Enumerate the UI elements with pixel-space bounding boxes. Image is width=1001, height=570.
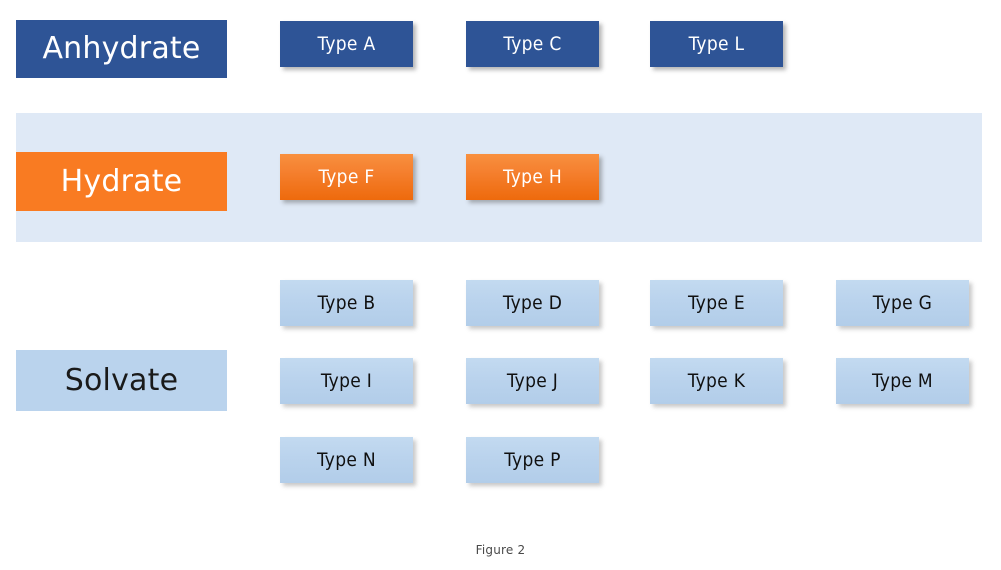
type-box-k-label: Type K xyxy=(687,369,746,392)
type-box-l: Type L xyxy=(650,21,783,67)
figure-caption: Figure 2 xyxy=(475,543,526,557)
category-label-anhydrate: Anhydrate xyxy=(16,20,227,78)
type-box-a-label: Type A xyxy=(317,32,376,55)
type-box-j-label: Type J xyxy=(506,369,559,392)
category-label-anhydrate-text: Anhydrate xyxy=(42,31,201,66)
type-box-c-label: Type C xyxy=(503,32,562,55)
type-box-l-label: Type L xyxy=(688,32,745,55)
type-box-p-label: Type P xyxy=(504,448,561,471)
type-box-h-label: Type H xyxy=(502,165,563,188)
type-box-k: Type K xyxy=(650,358,783,404)
type-box-j: Type J xyxy=(466,358,599,404)
type-box-f: Type F xyxy=(280,154,413,200)
type-box-i: Type I xyxy=(280,358,413,404)
type-box-c: Type C xyxy=(466,21,599,67)
type-box-h: Type H xyxy=(466,154,599,200)
type-box-b-label: Type B xyxy=(317,291,376,314)
type-box-a: Type A xyxy=(280,21,413,67)
category-label-hydrate: Hydrate xyxy=(16,152,227,211)
type-box-i-label: Type I xyxy=(320,369,373,392)
type-box-g-label: Type G xyxy=(872,291,933,314)
category-label-hydrate-text: Hydrate xyxy=(60,163,183,199)
type-box-d: Type D xyxy=(466,280,599,326)
type-box-n: Type N xyxy=(280,437,413,483)
type-box-e-label: Type E xyxy=(688,291,745,314)
type-box-n-label: Type N xyxy=(317,448,376,471)
type-box-m: Type M xyxy=(836,358,969,404)
type-box-g: Type G xyxy=(836,280,969,326)
type-box-e: Type E xyxy=(650,280,783,326)
category-label-solvate-text: Solvate xyxy=(64,362,179,398)
type-box-f-label: Type F xyxy=(318,165,375,188)
type-box-b: Type B xyxy=(280,280,413,326)
type-box-d-label: Type D xyxy=(502,291,563,314)
category-label-solvate: Solvate xyxy=(16,350,227,411)
type-box-p: Type P xyxy=(466,437,599,483)
type-box-m-label: Type M xyxy=(872,369,933,392)
